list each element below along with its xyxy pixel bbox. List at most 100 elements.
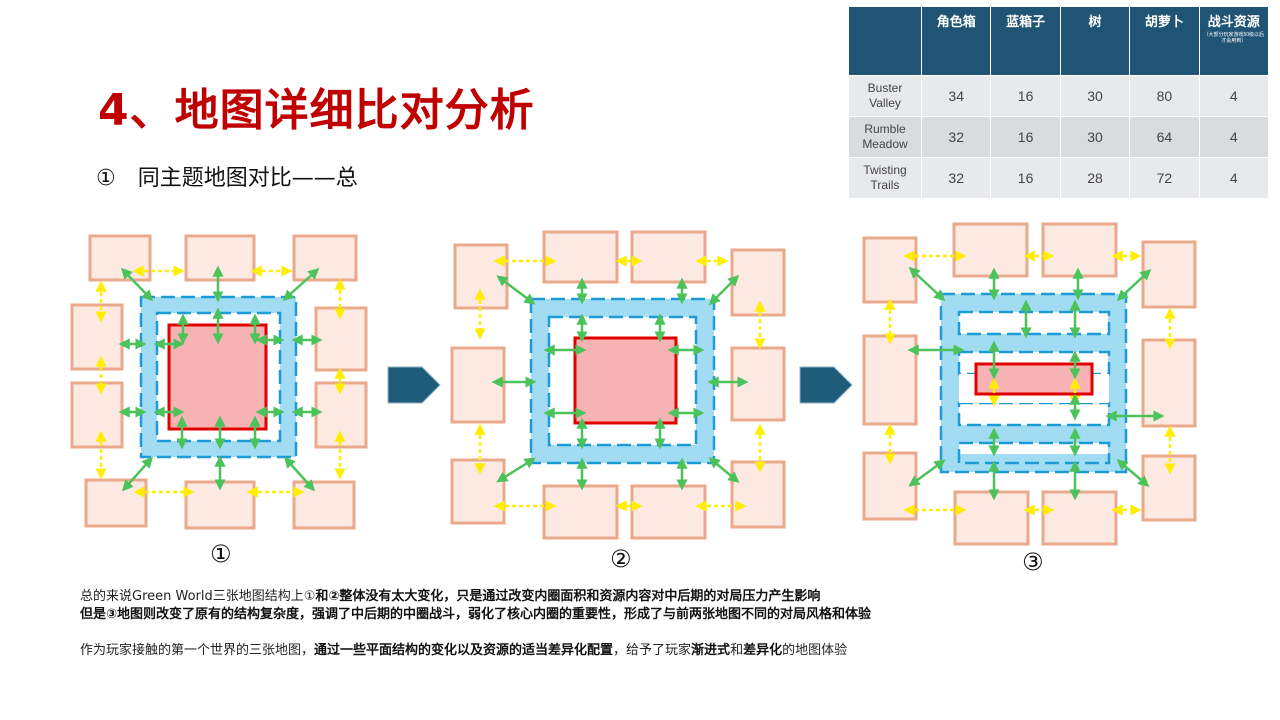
summary-line-1-b: 和②整体没有太大变化，只是通过改变内圈面积和资源内容对中后期的对局压力产生影响 [315,589,821,604]
green-connection-arrow [1116,459,1150,487]
outer-area-box [453,243,509,310]
table-cell-value: 32 [920,157,992,199]
table-header-tree: 树 [1059,6,1131,76]
table-cell-value: 34 [920,75,992,117]
middle-ring-outer-edge [939,292,1128,474]
table-header-blue-box: 蓝箱子 [990,6,1061,76]
map-name-line-2: Trails [870,178,900,192]
table-cell-value: 64 [1129,116,1200,158]
lane-edge [957,310,1111,336]
outer-area-box [184,480,256,530]
slide-title: 4、地图详细比对分析 [98,85,535,136]
slide-subtitle: ① 同主题地图对比——总 [96,160,358,192]
green-connection-arrow [708,274,740,306]
outer-area-box [184,234,256,282]
outer-area-box [542,484,619,540]
map-3-diagram [862,222,1197,546]
diagram-label-1: ① [210,540,232,568]
table-cell-value: 30 [1059,116,1131,158]
summary-line-3-d: 渐进式 [691,643,731,658]
outer-area-box [1041,490,1118,546]
outer-area-box [730,248,786,317]
outer-area-box [952,222,1029,278]
table-header-combat-resource: 战斗资源 （大部分玩家游戏50级以后才会用到） [1198,6,1270,76]
map-name-line-1: Twisting [863,163,907,177]
outer-area-box [70,381,124,449]
table-header-row: 角色箱 蓝箱子 树 胡萝卜 战斗资源 （大部分玩家游戏50级以后才会用到） [848,6,1270,76]
summary-line-3-g: 的地图体验 [782,643,848,658]
summary-line-2: 但是③地图则改变了原有的结构复杂度，强调了中后期的中圈战斗，弱化了核心内圈的重要… [80,603,871,622]
outer-area-box [542,230,619,284]
map-name-line-1: Rumble [864,122,906,136]
green-connection-arrow [708,457,740,483]
next-arrow-2 [799,366,853,404]
outer-area-box [730,346,786,422]
green-connection-arrow [496,457,536,483]
table-cell-value: 4 [1198,75,1270,117]
green-connection-arrow [908,266,946,302]
outer-area-box [1041,222,1118,278]
outer-area-box [630,484,707,540]
table-cell-value: 80 [1129,75,1200,117]
table-cell-value: 16 [990,157,1061,199]
lane-edge [957,441,1111,465]
summary-line-3-b: 通过一些平面结构的变化以及资源的适当差异化配置 [314,643,614,658]
subtitle-text: 同主题地图对比——总 [137,166,358,191]
green-connection-arrow [496,275,536,305]
outer-area-box [88,234,152,282]
summary-line-3-a: 作为玩家接触的第一个世界的三张地图， [80,643,315,658]
summary-line-3-e: 和 [730,643,744,658]
table-cell-value: 4 [1198,157,1270,199]
middle-ring-inner-edge [547,315,698,447]
core-area [573,336,678,425]
green-connection-arrow [908,459,946,487]
green-connection-arrow [120,267,154,302]
summary-line-1: 总的来说Green World三张地图结构上①和②整体没有太大变化，只是通过改变… [80,585,820,604]
middle-ring [531,299,714,463]
outer-area-box [730,460,786,529]
outer-area-box [630,230,707,284]
map-name-line-1: Buster [867,81,903,95]
subtitle-number: ① [96,166,116,191]
table-header-carrot: 胡萝卜 [1129,6,1200,76]
table-cell-value: 4 [1198,116,1270,158]
table-cell-value: 32 [920,116,992,158]
table-cell-value: 28 [1059,157,1131,199]
outer-area-box [292,480,356,530]
resource-table: 角色箱 蓝箱子 树 胡萝卜 战斗资源 （大部分玩家游戏50级以后才会用到） Bus… [848,6,1270,199]
table-cell-value: 30 [1059,75,1131,117]
diagram-label-3: ③ [1022,548,1044,576]
table-header-role-box: 角色箱 [920,6,992,76]
table-cell-value: 72 [1129,157,1200,199]
outer-area-box [953,490,1030,546]
combat-resource-note: （大部分玩家游戏50级以后才会用到） [1203,32,1265,44]
outer-area-box [862,334,918,426]
green-connection-arrow [282,267,320,302]
map-name-line-2: Meadow [862,137,908,151]
outer-area-box [1141,240,1197,309]
middle-lane [959,425,1109,443]
map-1-diagram [70,234,368,530]
middle-lane [959,334,1109,352]
outer-area-box [1141,338,1197,428]
green-connection-arrow [284,456,315,492]
next-arrow-1 [387,366,441,404]
summary-line-3-f: 差异化 [743,643,783,658]
outer-area-box [84,478,148,528]
summary-line-1-a: 总的来说Green World三张地图结构上① [80,589,316,604]
green-connection-arrow [122,456,153,492]
map-2-diagram [450,230,786,540]
outer-area-box [292,234,358,282]
lane-edge [957,401,1111,427]
outer-area-box [314,306,368,372]
outer-area-box [450,458,506,525]
combat-resource-label: 战斗资源 [1207,14,1260,29]
core-area [167,323,268,431]
